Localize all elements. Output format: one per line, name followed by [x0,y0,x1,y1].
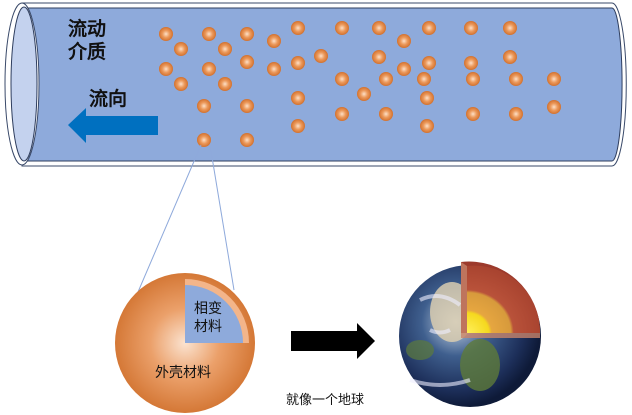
right-arrow [291,323,375,359]
microcapsule-particle [466,107,480,121]
flow-medium-label-line1: 流动 [68,18,107,40]
microcapsule-particle [509,107,523,121]
microcapsule-particle [372,21,386,35]
microcapsule-particle [464,21,478,35]
microcapsule-particle [240,55,254,69]
flow-medium-label-line2: 介质 [68,41,107,63]
earth-cutaway-image [399,261,541,407]
microcapsule-particle [379,72,393,86]
microcapsule-particle [240,99,254,113]
microcapsule-particle [240,133,254,147]
flow-medium-label: 流动 介质 [68,18,106,64]
microcapsule-particle [372,50,386,64]
microcapsule-particle [174,77,188,91]
microcapsule-particle [379,107,393,121]
microcapsule-particle [422,56,436,70]
microcapsule-particle [503,50,517,64]
comparison-caption: 就像一个地球 [286,393,365,408]
microcapsule-particle [174,42,188,56]
phase-change-core [185,285,243,343]
callout-line [137,144,202,293]
microcapsule-particle [397,62,411,76]
microcapsule-particle [335,21,349,35]
microcapsule-particle [240,27,254,41]
particle-group [159,21,561,147]
microcapsule-particle [314,49,328,63]
microcapsule-particle [202,62,216,76]
microcapsule-particle [218,42,232,56]
flow-direction-label: 流向 [89,88,128,110]
microcapsule-particle [420,119,434,133]
microcapsule-particle [335,72,349,86]
microcapsule-particle [291,119,305,133]
microcapsule-particle [197,133,211,147]
microcapsule-particle [267,62,281,76]
capsule-sphere [115,273,255,413]
microcapsule-particle [197,99,211,113]
microcapsule-particle [159,62,173,76]
shell-material-label: 外壳材料 [155,365,211,381]
microcapsule-particle [509,72,523,86]
microcapsule-particle [291,91,305,105]
microcapsule-particle [420,91,434,105]
microcapsule-particle [357,87,371,101]
microcapsule-particle [159,27,173,41]
callout-line [209,144,235,291]
phase-change-material-label: 相变 材料 [194,300,222,336]
microcapsule-particle [218,77,232,91]
microcapsule-particle [547,72,561,86]
microcapsule-particle [291,21,305,35]
microcapsule-particle [466,72,480,86]
microcapsule-particle [422,21,436,35]
microcapsule-particle [547,100,561,114]
microcapsule-particle [267,34,281,48]
flow-direction-arrow [68,108,158,143]
core-label-line1: 相变 [194,301,222,317]
microcapsule-particle [202,27,216,41]
microcapsule-particle [291,56,305,70]
microcapsule-particle [335,107,349,121]
microcapsule-particle [503,21,517,35]
microcapsule-particle [417,72,431,86]
core-label-line2: 材料 [194,319,222,335]
microcapsule-particle [397,34,411,48]
microcapsule-particle [464,56,478,70]
